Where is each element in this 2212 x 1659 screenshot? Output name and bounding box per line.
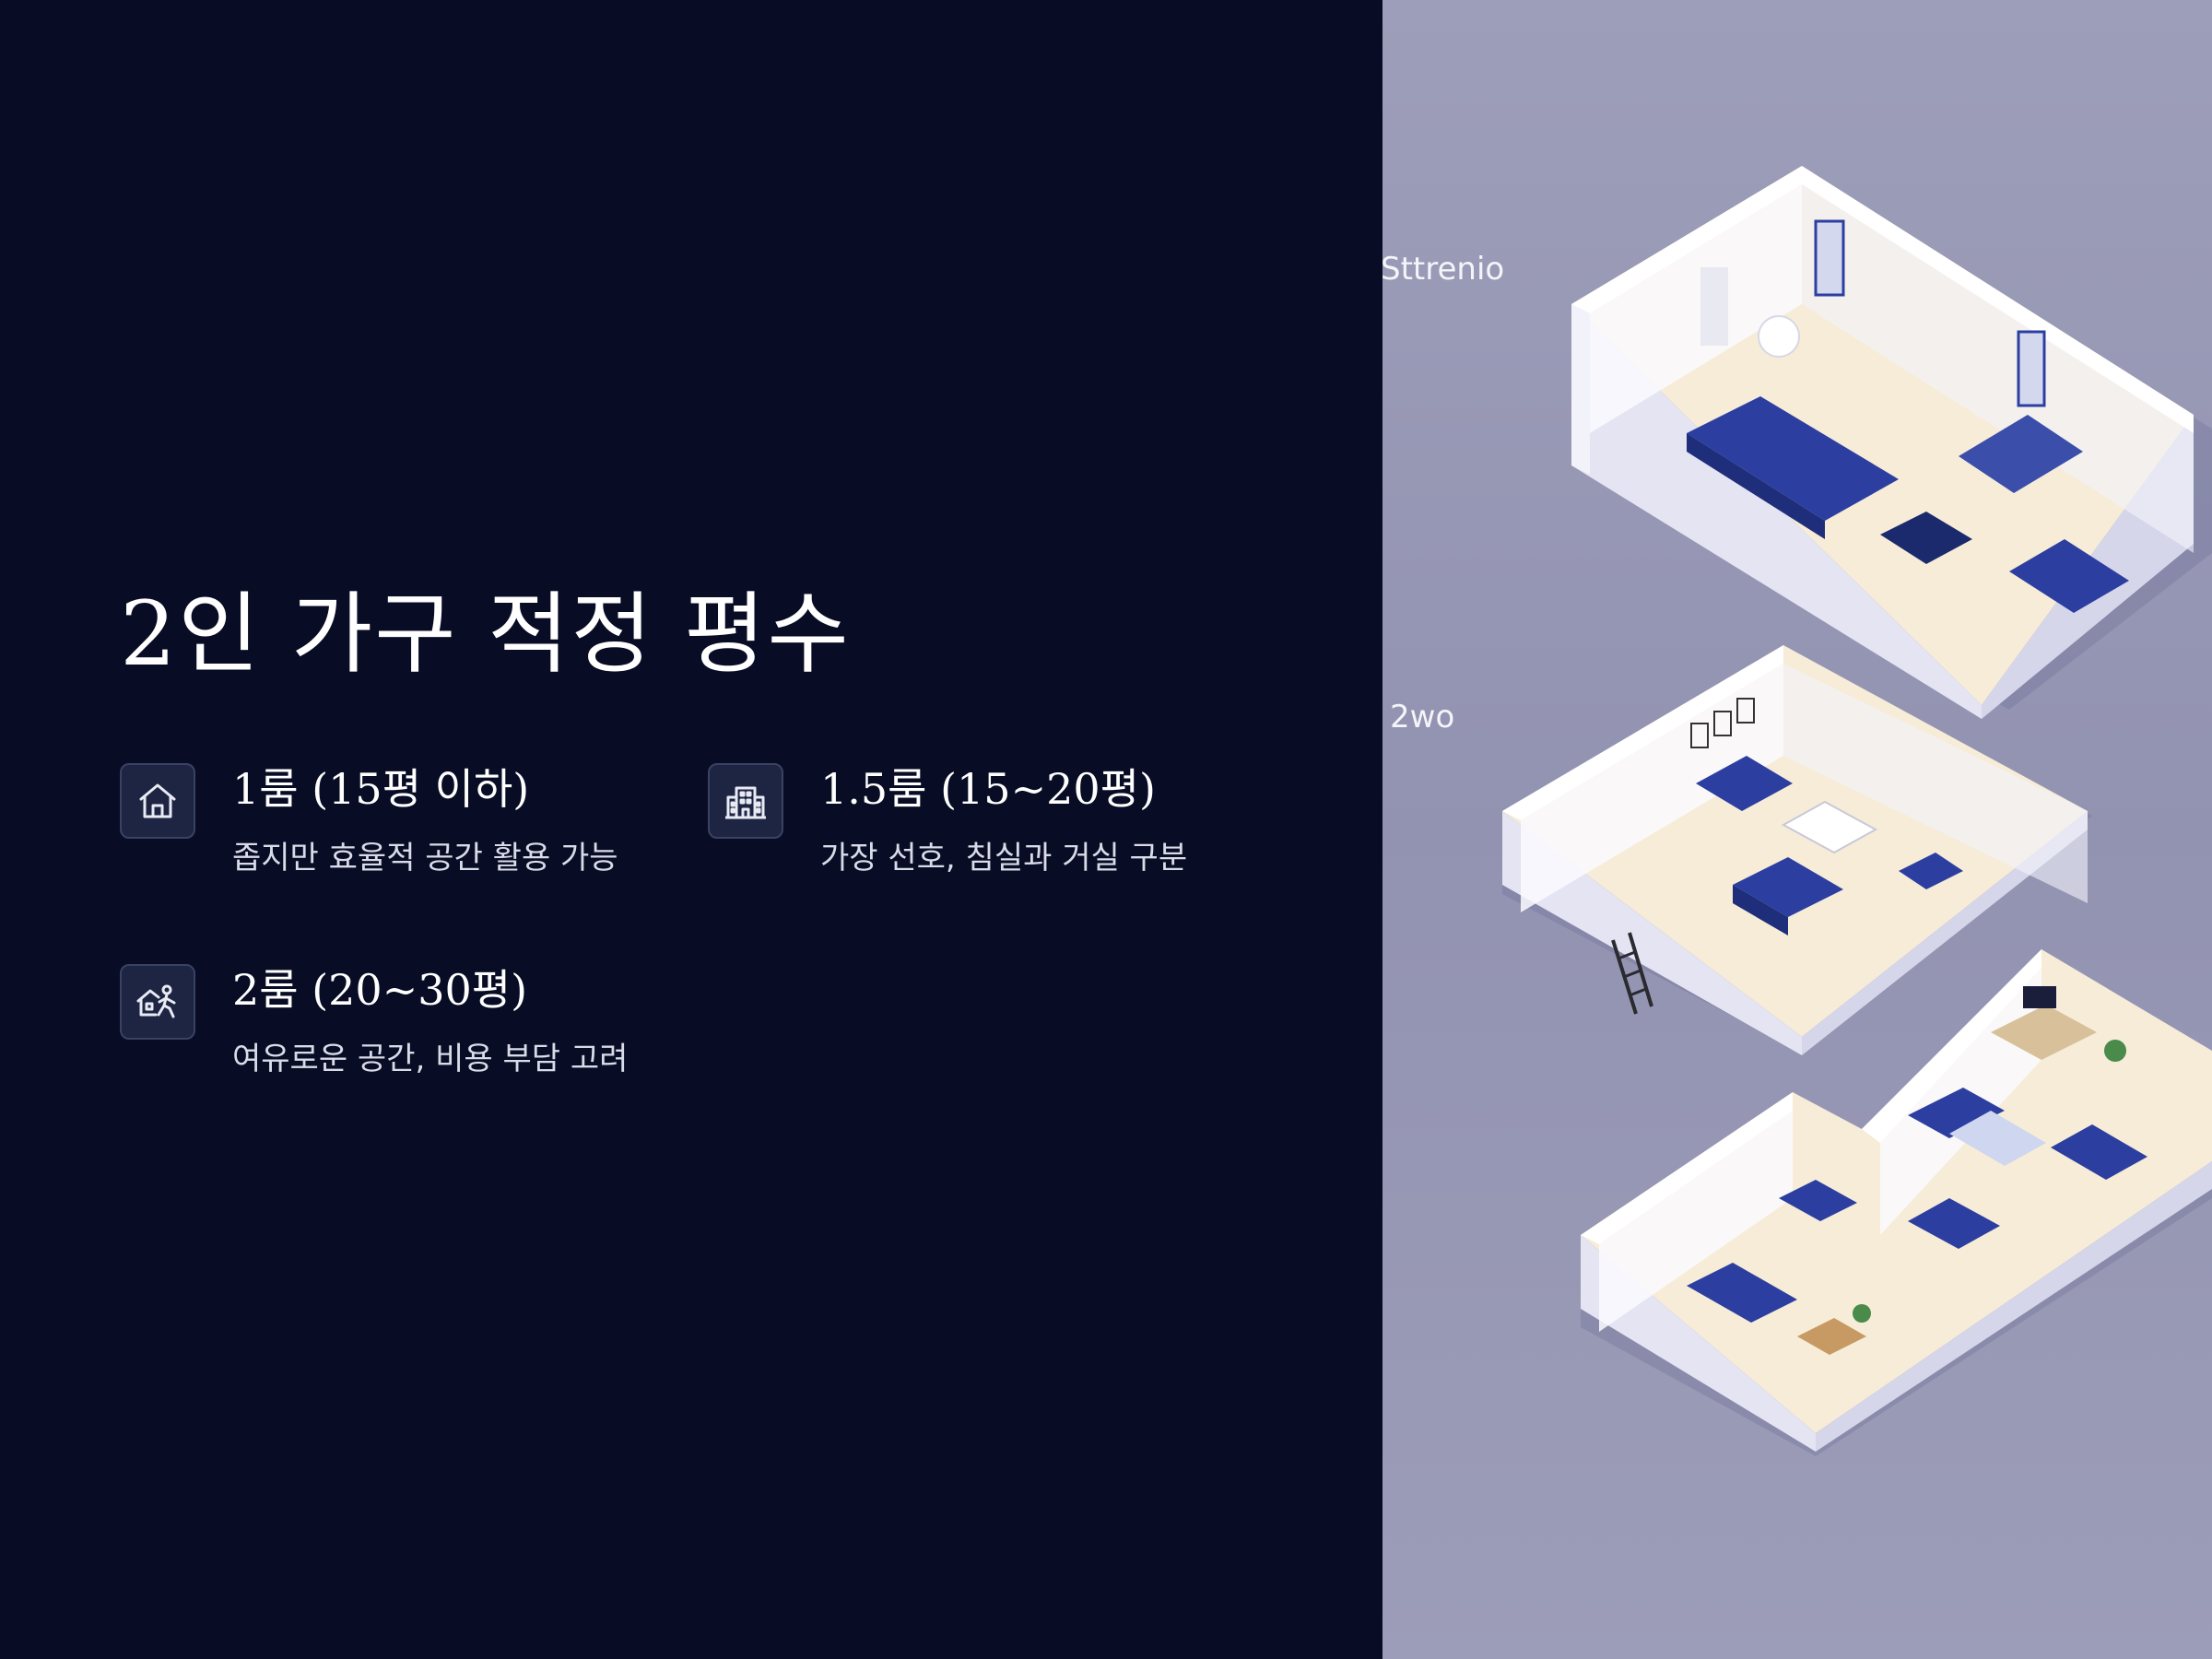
option-title: 1룸 (15평 이하) [232,764,530,814]
plan-label-two: 2wo [1390,699,1455,735]
building-icon [708,763,783,839]
studio-floor-plan [1571,166,2212,719]
floor-plan-illustration: Sttrenio 2wo [1382,0,2212,1659]
two-room-floor-plan [1581,949,2212,1456]
isometric-floor-plans [1382,0,2212,1659]
option-title: 1.5룸 (15~20평) [820,764,1156,814]
one-half-room-floor-plan [1502,645,2092,1055]
page-title: 2인 가구 적정 평수 [120,582,851,686]
family-home-icon [120,964,195,1040]
option-title: 2룸 (20~30평) [232,965,528,1015]
option-description: 가장 선호, 침실과 거실 구분 [820,840,1188,877]
plan-label-studio: Sttrenio [1382,251,1505,288]
option-description: 좁지만 효율적 공간 활용 가능 [232,840,618,877]
option-description: 여유로운 공간, 비용 부담 고려 [232,1041,629,1077]
content-panel: 2인 가구 적정 평수 1룸 (15평 이하) 좁지만 효율적 공간 활용 가능 [120,582,1188,1077]
house-icon [120,763,195,839]
